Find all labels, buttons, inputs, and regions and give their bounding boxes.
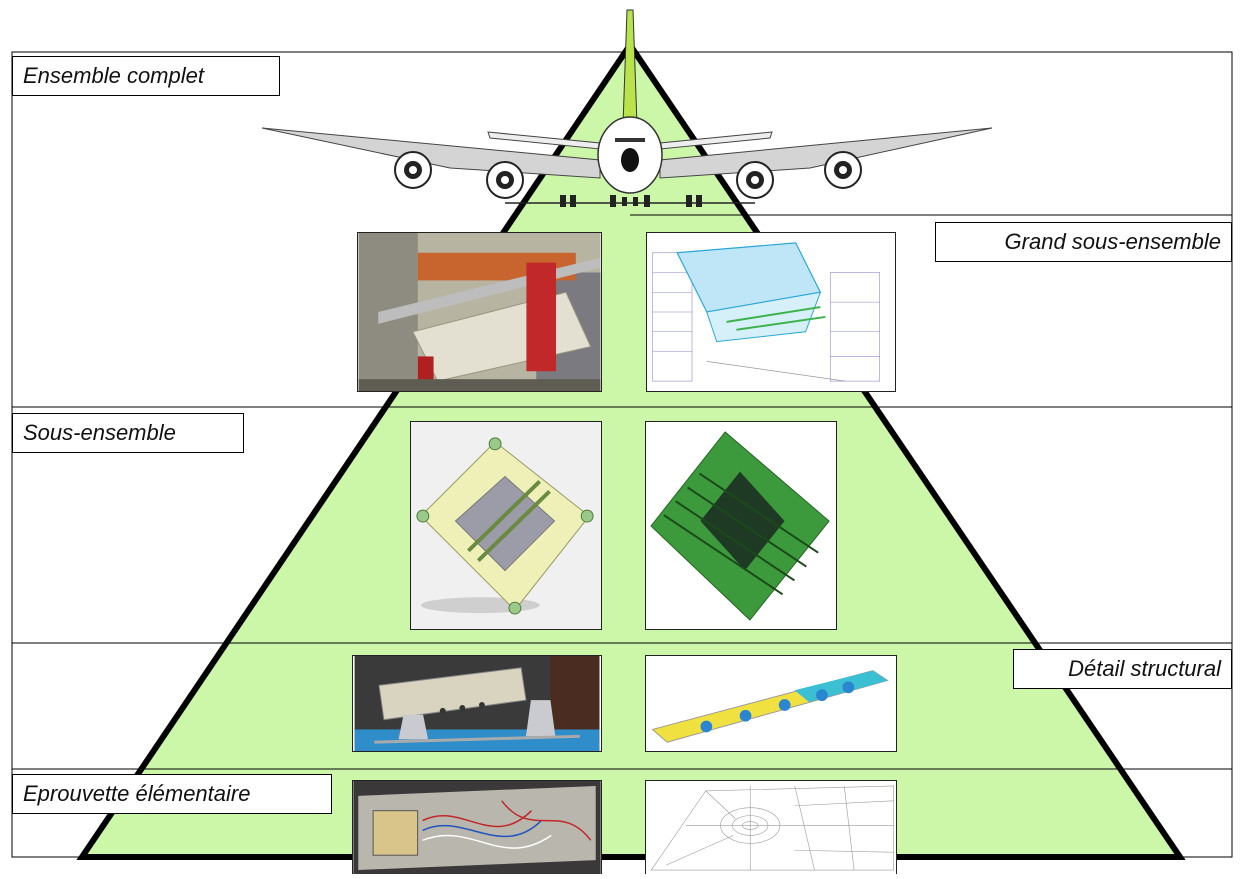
label-structural-detail: Détail structural — [1013, 649, 1232, 689]
engine-outer-left — [394, 151, 432, 189]
label-major-subassembly: Grand sous-ensemble — [935, 222, 1232, 262]
label-full-assembly: Ensemble complet — [12, 56, 280, 96]
major-subassembly-fe-model — [646, 232, 896, 392]
elementary-specimen-fe-mesh — [645, 780, 897, 874]
elementary-specimen-photo — [352, 780, 602, 874]
landing-gear — [560, 195, 702, 207]
engine-inner-left — [486, 161, 524, 199]
label-elementary-specimen: Eprouvette élémentaire — [12, 774, 332, 814]
subassembly-panel-photo — [410, 421, 602, 630]
structural-detail-test-photo — [352, 655, 602, 752]
pyramid — [76, 39, 1186, 860]
tail-fin — [622, 9, 638, 126]
structural-detail-fe-model — [645, 655, 897, 752]
major-subassembly-test-photo — [357, 232, 602, 392]
aircraft-front-view — [261, 9, 993, 207]
subassembly-fe-mesh — [645, 421, 837, 630]
label-subassembly: Sous-ensemble — [12, 413, 244, 453]
engine-outer-right — [824, 151, 862, 189]
engine-inner-right — [736, 161, 774, 199]
